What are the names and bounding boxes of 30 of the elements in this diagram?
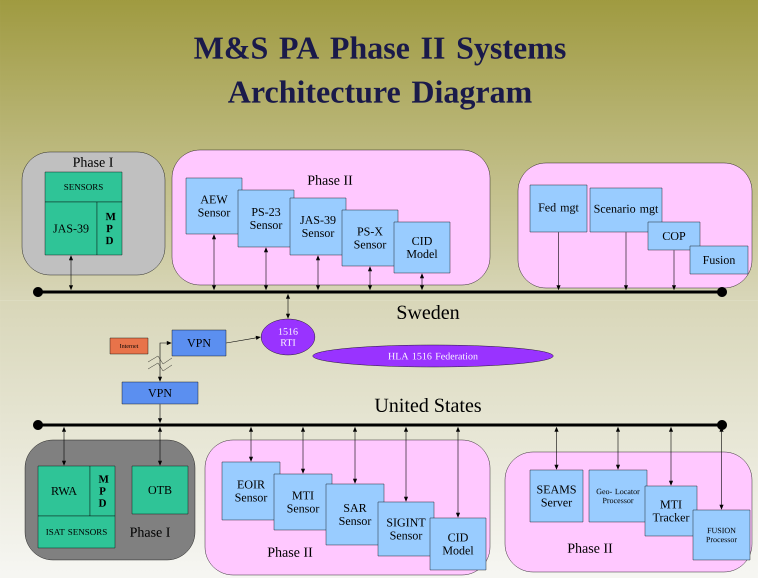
box: OTB — [132, 466, 188, 514]
region-label: United States — [374, 398, 481, 412]
box: MTI Tracker — [644, 486, 698, 536]
box: PS-X Sensor — [342, 210, 398, 266]
box: SIGINT Sensor — [378, 502, 434, 556]
box: Geo- Locator Processor — [588, 470, 648, 522]
box: Fed mgt — [530, 184, 588, 232]
box: AEW Sensor — [186, 178, 242, 234]
box: VPN — [122, 382, 198, 404]
region-label: Sweden — [398, 304, 460, 320]
box: COP — [648, 222, 700, 250]
box: PS-23 Sensor — [238, 190, 294, 248]
box: SENSORS — [44, 172, 122, 202]
network-bus — [33, 287, 727, 297]
box: MTI Sensor — [274, 474, 332, 530]
box: M P D — [90, 466, 116, 516]
box: SEAMS Server — [530, 470, 584, 522]
box: JAS-39 Sensor — [290, 198, 346, 256]
box: EOIR Sensor — [222, 462, 280, 520]
box: Scenario mgt — [590, 188, 662, 232]
network-bus — [33, 420, 727, 430]
box: M P D — [96, 202, 122, 256]
box: CID Model — [430, 518, 486, 570]
title: M&S PA Phase II Systems Architecture Diagram — [194, 36, 566, 110]
box: Fusion — [690, 246, 748, 274]
box: CID Model — [394, 222, 450, 274]
box: FUSION Processor — [692, 510, 750, 560]
box: ISAT SENSORS — [38, 516, 116, 548]
box: VPN — [172, 330, 226, 356]
box: SAR Sensor — [326, 484, 384, 546]
